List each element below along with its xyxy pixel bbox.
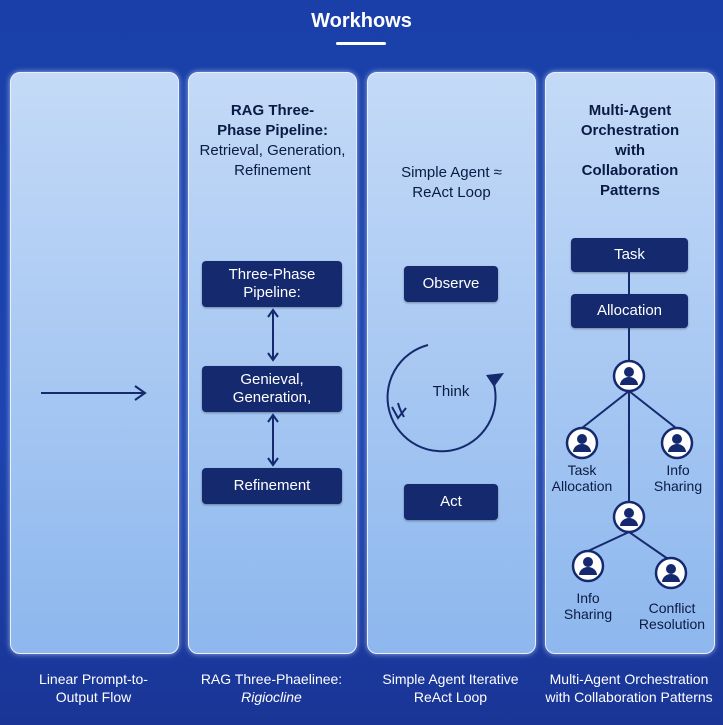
multi-agent-label-conflict-resolution: Conflict Resolution [632,600,712,632]
multi-agent-label-task-allocation-line1: Task [567,462,597,478]
agent-avatar-icon [654,556,688,590]
multi-agent-label-conflict-resolution-line1: Conflict [648,600,696,616]
rag-box-pipeline-line1: Three-Phase [228,266,316,283]
multi-agent-label-task-allocation: Task Allocation [546,462,618,494]
react-title-line2: ReAct Loop [412,184,491,201]
multi-agent-box-task: Task [571,238,688,272]
react-think-label: Think [432,383,470,400]
rag-box-generation-line1: Genieval, [240,371,304,388]
agent-tree [565,272,694,590]
caption-linear-flow: Linear Prompt-to- Output Flow [10,670,177,706]
caption-linear-flow-line1: Linear Prompt-to- [39,671,148,687]
page-title: Workhows [311,10,412,32]
rag-box-refinement: Refinement [202,468,342,504]
rag-title-line3: Retrieval, Generation, [199,142,346,159]
panel-linear-flow [10,72,179,654]
react-box-observe: Observe [404,266,498,302]
multi-agent-title-line3: with [615,142,645,159]
rag-box-pipeline: Three-Phase Pipeline: [202,261,342,307]
caption-multi-agent-line2: with Collaboration Patterns [545,689,713,705]
caption-react-loop-line2: ReAct Loop [413,689,488,705]
multi-agent-label-info-sharing-line1: Info [666,462,690,478]
agent-avatar-icon [612,359,646,393]
panel-multi-agent: Multi-Agent Orchestration with Collabora… [545,72,715,654]
multi-agent-label-info-sharing-bottom: Info Sharing [550,590,626,622]
multi-agent-label-task-allocation-line2: Allocation [551,478,613,494]
multi-agent-label-info-sharing-line2: Sharing [653,478,703,494]
rag-title-line2: Phase Pipeline: [217,122,328,139]
panel-react-loop: Simple Agent ≈ ReAct Loop Observe Think … [367,72,536,654]
multi-agent-title-line2: Orchestration [580,122,680,139]
panel-rag-pipeline: RAG Three- Phase Pipeline: Retrieval, Ge… [188,72,357,654]
multi-agent-label-info-sharing-bottom-line1: Info [576,590,600,606]
rag-title-line4: Refinement [234,162,311,179]
agent-avatar-icon [612,500,646,534]
caption-multi-agent: Multi-Agent Orchestration with Collabora… [536,670,722,706]
agent-avatar-icon [571,549,605,583]
double-arrow-icon [267,308,279,362]
multi-agent-title: Multi-Agent Orchestration with Collabora… [546,101,714,201]
rag-box-generation-line2: Generation, [232,389,312,406]
caption-multi-agent-line1: Multi-Agent Orchestration [549,671,709,687]
agent-avatar-icon [565,426,599,460]
agent-avatar-icon [660,426,694,460]
react-title-line1: Simple Agent ≈ [401,164,502,181]
react-box-act: Act [404,484,498,520]
title-underline [336,42,386,45]
react-title: Simple Agent ≈ ReAct Loop [368,163,535,203]
rag-box-generation: Genieval, Generation, [202,366,342,412]
caption-react-loop-line1: Simple Agent Iterative [382,671,519,687]
caption-react-loop: Simple Agent Iterative ReAct Loop [362,670,539,706]
caption-rag-pipeline: RAG Three-Phaelinee: Rigiocline [183,670,360,706]
loop-arrow-icon [386,344,504,453]
multi-agent-title-line4: Collaboration [581,162,679,179]
caption-rag-pipeline-line1: RAG Three-Phaelinee: [200,671,343,687]
multi-agent-label-conflict-resolution-line2: Resolution [638,616,706,632]
multi-agent-label-info-sharing: Info Sharing [646,462,710,494]
rag-title: RAG Three- Phase Pipeline: Retrieval, Ge… [189,101,356,181]
multi-agent-title-line5: Patterns [599,182,661,199]
rag-box-pipeline-line2: Pipeline: [243,284,301,301]
multi-agent-title-line1: Multi-Agent [588,102,672,119]
multi-agent-box-allocation: Allocation [571,294,688,328]
rag-title-line1: RAG Three- [230,102,315,119]
caption-linear-flow-line2: Output Flow [55,689,132,705]
multi-agent-label-info-sharing-bottom-line2: Sharing [563,606,613,622]
caption-rag-pipeline-line2: Rigiocline [241,689,302,705]
double-arrow-icon [267,413,279,467]
arrow-right-icon [41,385,147,401]
